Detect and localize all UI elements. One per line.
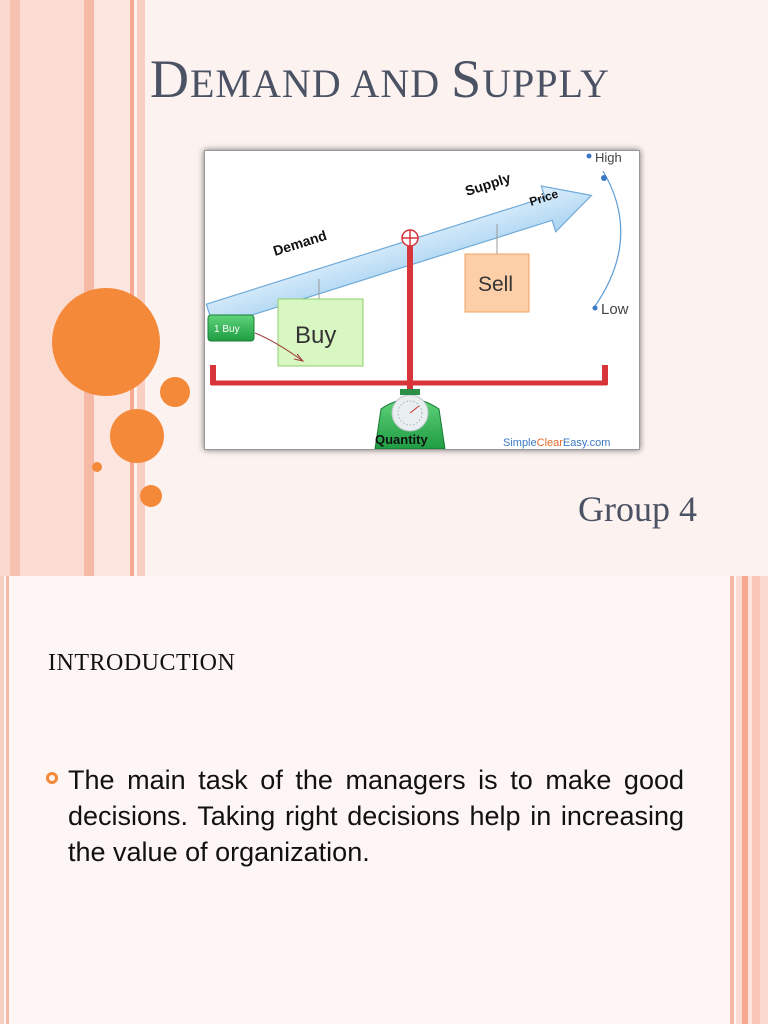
demand-supply-illustration: High Low Demand Supply Price Sell Buy xyxy=(204,150,640,450)
title-slide: Demand and Supply High Low xyxy=(0,0,768,576)
low-label: Low xyxy=(601,301,629,318)
title-part-supply: upply xyxy=(482,61,610,106)
low-dot xyxy=(592,305,598,311)
title-initial-d: D xyxy=(150,49,190,109)
buy-arrow xyxy=(254,332,304,362)
buy-box xyxy=(277,298,364,367)
bullet-text: The main task of the managers is to make… xyxy=(68,765,684,867)
introduction-slide: INTRODUCTION The main task of the manage… xyxy=(0,576,768,1024)
supply-label: Supply xyxy=(463,170,513,199)
high-end-dot xyxy=(601,175,607,181)
quantity-label: Quantity xyxy=(375,432,428,447)
high-label: High xyxy=(595,151,622,165)
sell-box xyxy=(464,253,530,313)
one-buy-label: 1 Buy xyxy=(214,324,240,335)
circle-decoration xyxy=(52,288,190,507)
title-initial-s: S xyxy=(451,49,483,109)
section-heading: INTRODUCTION xyxy=(48,650,236,676)
slide-title: Demand and Supply xyxy=(150,48,750,110)
quantity-scale-icon xyxy=(374,389,446,449)
group-subtitle: Group 4 xyxy=(578,489,697,529)
circle-bullet-icon xyxy=(46,772,58,784)
sell-label: Sell xyxy=(478,273,513,296)
demand-label: Demand xyxy=(271,227,328,259)
watermark: SimpleClearEasy.com xyxy=(503,437,610,449)
title-part-demand: emand and xyxy=(190,61,452,106)
buy-label: Buy xyxy=(295,322,336,349)
one-buy-tag xyxy=(207,314,255,342)
high-dot xyxy=(586,153,592,159)
supply-demand-arrow xyxy=(205,185,593,328)
balance-scale-diagram: High Low Demand Supply Price Sell Buy xyxy=(205,151,629,449)
price-range-curve xyxy=(592,170,622,310)
